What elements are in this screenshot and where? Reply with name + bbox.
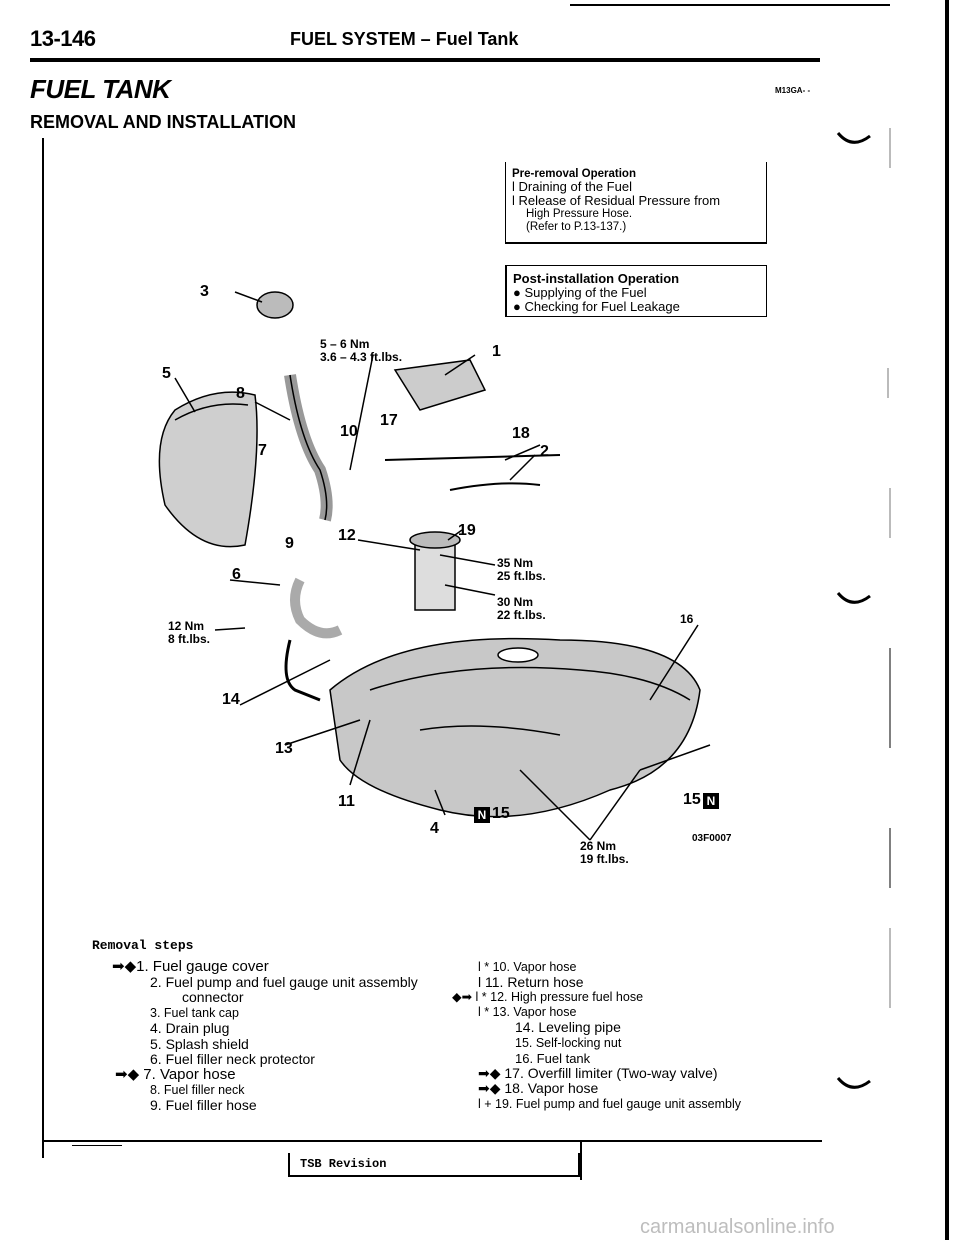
torque-spec-pump: 35 Nm 25 ft.lbs. xyxy=(497,557,546,583)
callout-8: 8 xyxy=(236,385,245,402)
torque-ftlbs: 25 ft.lbs. xyxy=(497,569,546,583)
post-installation-box: Post-installation Operation ● Supplying … xyxy=(505,265,767,317)
removal-step: 16. Fuel tank xyxy=(515,1051,591,1066)
removal-step: l + 19. Fuel pump and fuel gauge unit as… xyxy=(478,1097,742,1111)
pre-removal-title: Pre-removal Operation xyxy=(512,168,636,180)
removal-step: ◆➡ l * 12. High pressure fuel hose xyxy=(452,990,644,1004)
removal-step: 4. Drain plug xyxy=(150,1020,230,1036)
torque-ftlbs: 3.6 – 4.3 ft.lbs. xyxy=(320,350,403,364)
footer-short-rule xyxy=(72,1145,122,1146)
pre-removal-box: Pre-removal Operation l Draining of the … xyxy=(505,162,767,244)
torque-ftlbs: 22 ft.lbs. xyxy=(497,608,546,622)
figure-code: 03F0007 xyxy=(692,833,732,844)
callout-12: 12 xyxy=(338,527,356,544)
removal-step: ➡◆ 18. Vapor hose xyxy=(478,1080,599,1096)
removal-step: 2. Fuel pump and fuel gauge unit assembl… xyxy=(150,974,418,990)
footer-vertical-rule xyxy=(580,1140,582,1180)
watermark: carmanualsonline.info xyxy=(640,1216,835,1238)
post-installation-title: Post-installation Operation xyxy=(513,271,680,286)
torque-ftlbs: 19 ft.lbs. xyxy=(580,852,629,866)
section-title: FUEL TANK xyxy=(30,74,171,104)
callout-6: 6 xyxy=(232,566,241,583)
frame-left-rule xyxy=(42,138,44,1158)
callout-16: 16 xyxy=(680,612,694,626)
callout-1: 1 xyxy=(492,343,501,360)
tsb-revision-label: TSB Revision xyxy=(300,1157,387,1171)
torque-spec-neck: 12 Nm 8 ft.lbs. xyxy=(168,620,210,646)
post-installation-item: ● Supplying of the Fuel xyxy=(513,285,647,300)
pre-removal-continuation: (Refer to P.13-137.) xyxy=(526,221,627,233)
callout-7: 7 xyxy=(258,442,267,459)
torque-nm: 12 Nm xyxy=(168,619,205,633)
footer-rule xyxy=(44,1140,822,1142)
callout-3: 3 xyxy=(200,283,209,300)
page-right-edge xyxy=(945,0,949,1240)
removal-step: 5. Splash shield xyxy=(150,1036,249,1052)
torque-ftlbs: 8 ft.lbs. xyxy=(168,632,211,646)
callout-19: 19 xyxy=(458,522,476,539)
pre-removal-item: l Draining of the Fuel xyxy=(512,179,632,194)
callout-15-right: 15 xyxy=(683,791,701,808)
header-rule xyxy=(30,58,820,62)
torque-spec-cap: 5 – 6 Nm 3.6 – 4.3 ft.lbs. xyxy=(320,338,402,364)
tsb-revision-box: TSB Revision xyxy=(288,1153,580,1177)
removal-step: ➡◆ 7. Vapor hose xyxy=(115,1066,236,1083)
section-subtitle: REMOVAL AND INSTALLATION xyxy=(30,112,296,132)
torque-nm: 30 Nm xyxy=(497,595,534,609)
header-title: FUEL SYSTEM – Fuel Tank xyxy=(290,29,519,49)
callout-5: 5 xyxy=(162,365,171,382)
callout-4: 4 xyxy=(430,820,439,837)
self-locking-badge-right: N xyxy=(703,793,719,809)
callout-18: 18 xyxy=(512,425,530,442)
torque-nm: 5 – 6 Nm xyxy=(320,337,370,351)
post-installation-item: ● Checking for Fuel Leakage xyxy=(513,299,680,314)
callout-10: 10 xyxy=(340,423,358,440)
self-locking-badge-left: N xyxy=(474,807,490,823)
section-code: M13GA- - xyxy=(775,86,811,95)
removal-step: 14. Leveling pipe xyxy=(515,1019,621,1035)
header-top-rule xyxy=(570,4,890,6)
removal-step: l * 10. Vapor hose xyxy=(478,960,577,974)
pre-removal-continuation: High Pressure Hose. xyxy=(526,208,633,220)
removal-steps-heading: Removal steps xyxy=(92,938,194,953)
callout-13: 13 xyxy=(275,740,293,757)
removal-step: l 11. Return hose xyxy=(478,974,584,990)
callout-9: 9 xyxy=(285,535,294,552)
pre-removal-item: l Release of Residual Pressure from xyxy=(512,193,721,208)
torque-nm: 26 Nm xyxy=(580,839,617,853)
fuel-tank-exploded-diagram xyxy=(158,291,711,841)
callout-11: 11 xyxy=(338,793,355,810)
callout-17: 17 xyxy=(380,412,398,429)
callout-14: 14 xyxy=(222,691,240,708)
removal-step: 9. Fuel filler hose xyxy=(150,1097,257,1113)
torque-spec-tank-nut: 26 Nm 19 ft.lbs. xyxy=(580,840,629,866)
torque-spec-pump-ring: 30 Nm 22 ft.lbs. xyxy=(497,596,546,622)
removal-step: connector xyxy=(182,989,244,1005)
removal-step: l * 13. Vapor hose xyxy=(478,1005,577,1019)
removal-step: 6. Fuel filler neck protector xyxy=(150,1051,315,1067)
removal-step: ➡◆ 17. Overfill limiter (Two-way valve) xyxy=(478,1065,718,1081)
removal-step: ➡◆1. Fuel gauge cover xyxy=(112,958,269,975)
callout-15-left: 15 xyxy=(492,805,510,822)
callout-2: 2 xyxy=(540,443,549,460)
page-number: 13-146 xyxy=(30,26,96,51)
removal-step: 3. Fuel tank cap xyxy=(150,1006,239,1020)
binder-marks xyxy=(836,128,891,1089)
removal-step: 8. Fuel filler neck xyxy=(150,1083,245,1097)
torque-nm: 35 Nm xyxy=(497,556,534,570)
removal-step: 15. Self-locking nut xyxy=(515,1036,622,1050)
